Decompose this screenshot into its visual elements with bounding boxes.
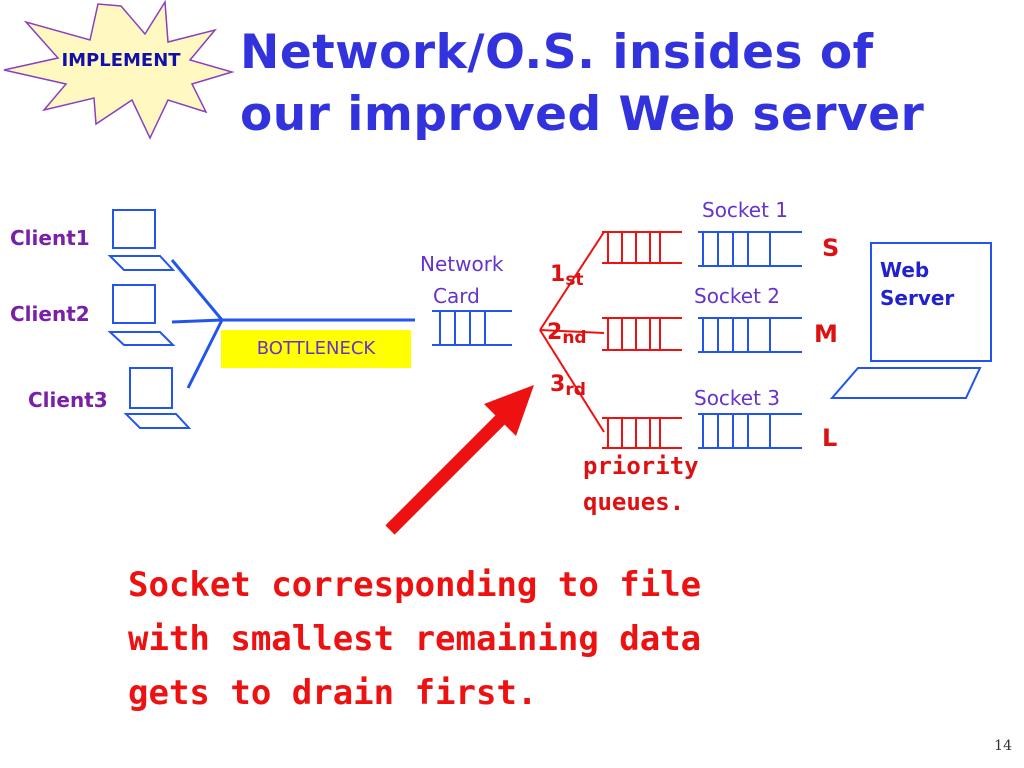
socket-queue-3 [698, 413, 802, 449]
note-line-2: with smallest remaining data [128, 619, 702, 659]
client1-computer-icon [107, 209, 176, 271]
socket-queue-1 [698, 231, 802, 267]
web-server-label-line2: Server [880, 286, 955, 310]
network-card-label-line1: Network [420, 252, 504, 276]
priority-queues-line1: priority [583, 452, 699, 480]
web-server-computer-icon [829, 242, 992, 399]
rank-second: 2nd [547, 320, 587, 348]
rank-first: 1st [550, 262, 584, 290]
red-pointer-arrow [385, 385, 534, 535]
implement-badge-text: IMPLEMENT [61, 50, 181, 71]
bottleneck-label: BOTTLENECK [221, 330, 411, 368]
rank-third-number: 3 [550, 372, 566, 397]
priority-fanout [539, 231, 605, 433]
priority-queue-2 [602, 317, 682, 351]
priority-queues-line2: queues. [583, 488, 685, 516]
note-line-1: Socket corresponding to file [128, 565, 702, 605]
web-server-label-line1: Web [880, 258, 930, 282]
client2-label: Client2 [10, 302, 90, 326]
client1-label: Client1 [10, 226, 90, 250]
title-line-1: Network/O.S. insides of [240, 25, 874, 80]
rank-second-suffix: nd [562, 328, 587, 348]
rank-second-number: 2 [547, 320, 563, 345]
client3-label: Client3 [28, 388, 108, 412]
rank-first-suffix: st [565, 270, 584, 290]
client2-computer-icon [107, 284, 176, 346]
note-line-3: gets to drain first. [128, 673, 538, 713]
rank-third: 3rd [550, 372, 586, 400]
client-links [170, 259, 415, 389]
network-card-queue [432, 310, 512, 346]
rank-third-suffix: rd [565, 380, 586, 400]
socket-1-size: S [822, 234, 840, 262]
socket-queue-2 [698, 317, 802, 353]
slide-title: Network/O.S. insides of our improved Web… [240, 22, 1000, 146]
client3-computer-icon [123, 367, 192, 429]
page-number: 14 [994, 738, 1012, 754]
explanation-note: Socket corresponding to file with smalle… [128, 558, 788, 720]
socket-2-label: Socket 2 [694, 284, 781, 308]
network-card-label-line2: Card [433, 284, 480, 308]
title-line-2: our improved Web server [240, 87, 925, 142]
priority-queue-3 [602, 417, 682, 449]
socket-2-size: M [814, 320, 838, 348]
socket-3-size: L [822, 424, 838, 452]
priority-queues-label: priority queues. [583, 448, 699, 520]
socket-1-label: Socket 1 [702, 198, 789, 222]
implement-starburst [3, 0, 235, 140]
web-server-label: Web Server [880, 256, 954, 312]
socket-3-label: Socket 3 [694, 386, 781, 410]
priority-queue-1 [602, 231, 682, 264]
rank-first-number: 1 [550, 262, 566, 287]
